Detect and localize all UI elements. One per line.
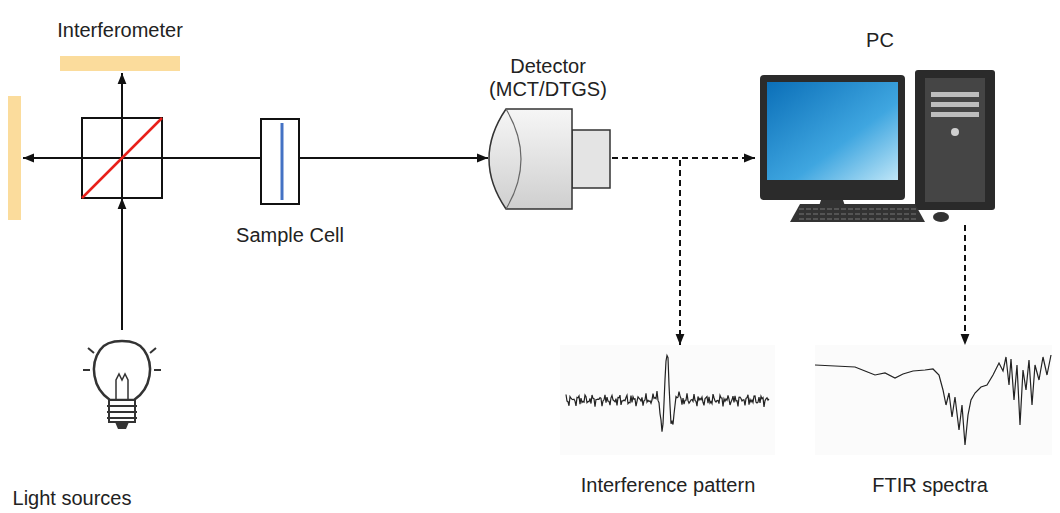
beam-arrow bbox=[162, 157, 260, 159]
light-source-bulb-drawing bbox=[82, 330, 162, 442]
beam-splitter-box bbox=[82, 118, 162, 198]
node-label: PC bbox=[866, 29, 894, 52]
pc-computer-drawing bbox=[755, 70, 1000, 225]
monitor-screen bbox=[767, 82, 898, 180]
beam-arrow bbox=[121, 198, 123, 330]
bulb-icon bbox=[83, 341, 161, 429]
bulb-glass bbox=[94, 341, 150, 400]
interference-pattern-plot: Interference pattern bbox=[560, 345, 775, 455]
mouse bbox=[933, 212, 949, 222]
drive-slot bbox=[931, 112, 979, 117]
pc-tower-panel bbox=[925, 78, 985, 202]
pc-computer: PC bbox=[755, 70, 1000, 225]
node-label: Sample Cell bbox=[236, 224, 344, 247]
sample-cell-drawing bbox=[260, 118, 300, 205]
detector-drawing bbox=[488, 108, 612, 210]
light-source-bulb: Light sources bbox=[82, 330, 162, 442]
detector: Detector (MCT/DTGS) bbox=[488, 108, 612, 210]
plot-ground bbox=[560, 345, 775, 455]
light-ray bbox=[88, 348, 94, 353]
beam-line bbox=[122, 157, 162, 159]
node-label: Interference pattern bbox=[581, 474, 756, 497]
key-row bbox=[799, 214, 917, 215]
bulb-filament bbox=[116, 374, 128, 400]
sample-cell: Sample Cell bbox=[260, 118, 300, 205]
beam-line bbox=[121, 73, 123, 198]
drive-slot bbox=[931, 102, 979, 107]
interferogram-curve bbox=[566, 355, 769, 431]
ftir-spectrum-plot: FTIR spectra bbox=[815, 345, 1052, 455]
key-row bbox=[799, 219, 917, 220]
detector-back bbox=[572, 130, 610, 188]
beam-arrow bbox=[300, 157, 488, 159]
node-label: Light sources bbox=[13, 487, 132, 510]
pc-tower bbox=[915, 70, 995, 210]
bulb-thread bbox=[107, 405, 137, 407]
signal-arrow bbox=[612, 158, 680, 345]
node-label: Detector (MCT/DTGS) bbox=[483, 55, 613, 101]
drive-slot bbox=[931, 92, 979, 97]
signal-arrow bbox=[964, 225, 966, 345]
detector-lens bbox=[506, 109, 521, 209]
bulb-thread bbox=[107, 417, 137, 419]
side-mirror bbox=[8, 96, 21, 220]
interferometer-box-drawing bbox=[82, 118, 162, 198]
node-label: Interferometer bbox=[57, 19, 183, 42]
detector-body bbox=[489, 109, 572, 209]
monitor-bezel bbox=[760, 75, 905, 200]
top-mirror bbox=[60, 56, 180, 71]
light-ray bbox=[150, 348, 156, 353]
sample-film bbox=[281, 123, 284, 200]
interferometer-box: Interferometer bbox=[82, 118, 162, 198]
bulb-thread bbox=[107, 411, 137, 413]
beam-line bbox=[23, 157, 122, 159]
node-label: FTIR spectra bbox=[872, 474, 988, 497]
sample-cell-frame bbox=[261, 119, 299, 204]
key-row bbox=[799, 209, 917, 210]
beam-splitter bbox=[82, 118, 162, 198]
light-ray bbox=[83, 369, 90, 371]
keyboard bbox=[790, 204, 925, 222]
ftir-spectrum-plot-drawing bbox=[815, 345, 1052, 455]
plot-ground bbox=[815, 345, 1052, 455]
power-button bbox=[951, 128, 959, 136]
interference-pattern-plot-drawing bbox=[560, 345, 775, 455]
spectrum-curve bbox=[815, 355, 1051, 445]
light-ray bbox=[154, 369, 161, 371]
bulb-tip bbox=[115, 422, 129, 429]
